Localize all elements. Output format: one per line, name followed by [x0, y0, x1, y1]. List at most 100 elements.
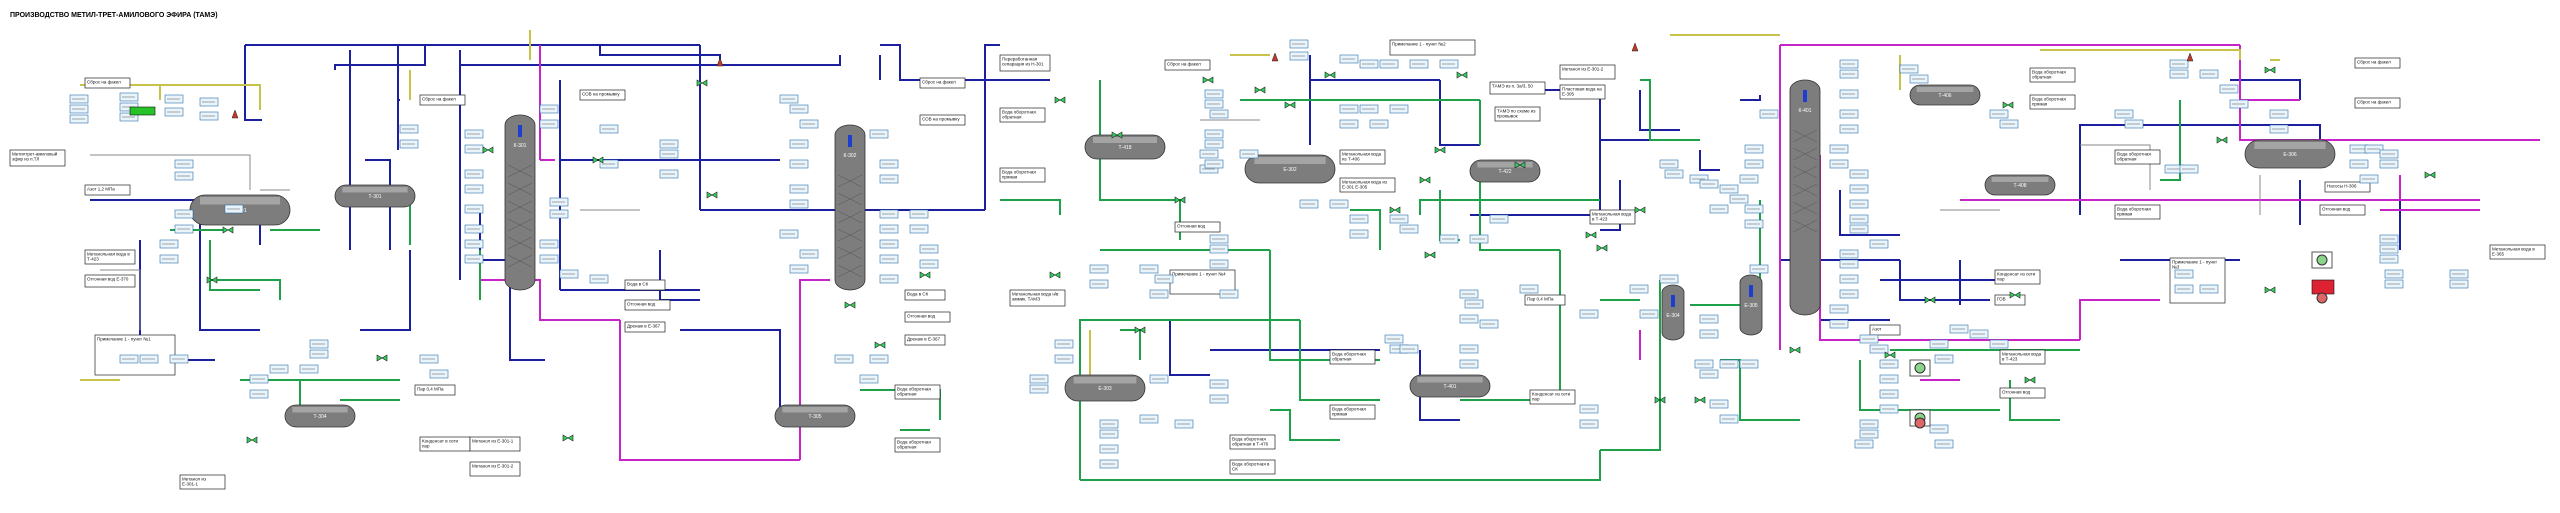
stream-box[interactable]: Отгонная вод Е-370	[84, 274, 136, 288]
valve-icon[interactable]	[1174, 196, 1186, 204]
stream-box[interactable]: Азот 1,2 МПа	[84, 184, 131, 196]
instrument-tag[interactable]	[2169, 59, 2189, 69]
instrument-tag[interactable]	[549, 197, 569, 207]
valve-icon[interactable]	[1884, 351, 1896, 359]
valve-icon[interactable]	[562, 434, 574, 442]
instrument-tag[interactable]	[1699, 329, 1719, 339]
valve-icon[interactable]	[696, 79, 708, 87]
instrument-tag[interactable]	[1839, 249, 1859, 259]
instrument-tag[interactable]	[599, 124, 619, 134]
instrument-tag[interactable]	[789, 139, 809, 149]
instrument-tag[interactable]	[1149, 289, 1169, 299]
stream-box[interactable]: Метанол из Е-301-1	[469, 436, 521, 452]
instrument-tag[interactable]	[1339, 54, 1359, 64]
instrument-tag[interactable]	[2199, 69, 2219, 79]
vessel-t422[interactable]: Т-422	[1469, 159, 1541, 183]
instrument-tag[interactable]	[859, 374, 879, 384]
valve-icon[interactable]	[2424, 171, 2436, 179]
instrument-tag[interactable]	[174, 224, 194, 234]
instrument-tag[interactable]	[869, 129, 889, 139]
relief-valve-icon[interactable]	[1271, 52, 1279, 62]
stream-box[interactable]: ТАМЭ из п. 3а/3, 50	[1489, 81, 1546, 95]
instrument-tag[interactable]	[1149, 374, 1169, 384]
valve-icon[interactable]	[1202, 76, 1214, 84]
instrument-tag[interactable]	[1099, 429, 1119, 439]
instrument-tag[interactable]	[2219, 84, 2239, 94]
instrument-tag[interactable]	[2174, 269, 2194, 279]
instrument-tag[interactable]	[1359, 104, 1379, 114]
instrument-tag[interactable]	[1239, 149, 1259, 159]
pump-icon[interactable]	[1909, 359, 1931, 377]
valve-icon[interactable]	[1324, 71, 1336, 79]
instrument-tag[interactable]	[659, 149, 679, 159]
instrument-tag[interactable]	[1719, 414, 1739, 424]
valve-icon[interactable]	[2009, 291, 2021, 299]
stream-box[interactable]: СОВ на промывку	[919, 114, 966, 126]
instrument-tag[interactable]	[1389, 214, 1409, 224]
valve-icon[interactable]	[1054, 96, 1066, 104]
instrument-tag[interactable]	[1204, 139, 1224, 149]
instrument-tag[interactable]	[1739, 174, 1759, 184]
instrument-tag[interactable]	[2124, 119, 2144, 129]
stream-box[interactable]: Метанол из Е-301-2	[469, 461, 521, 477]
instrument-tag[interactable]	[1209, 109, 1229, 119]
stream-box[interactable]: Азот	[1869, 324, 1901, 336]
instrument-tag[interactable]	[69, 94, 89, 104]
instrument-tag[interactable]	[1829, 159, 1849, 169]
valve-icon[interactable]	[1424, 251, 1436, 259]
relief-valve-icon[interactable]	[231, 109, 239, 119]
instrument-tag[interactable]	[1934, 354, 1954, 364]
instrument-tag[interactable]	[1204, 89, 1224, 99]
valve-icon[interactable]	[222, 226, 234, 234]
vessel-t305[interactable]: Т-305	[774, 404, 856, 428]
instrument-tag[interactable]	[2379, 149, 2399, 159]
stream-box[interactable]: Пластовая вода наЕ-305	[1559, 84, 1606, 100]
instrument-tag[interactable]	[1839, 109, 1859, 119]
instrument-tag[interactable]	[659, 169, 679, 179]
valve-icon[interactable]	[1389, 206, 1401, 214]
instrument-tag[interactable]	[419, 354, 439, 364]
instrument-tag[interactable]	[1469, 234, 1489, 244]
instrument-tag[interactable]	[309, 339, 329, 349]
instrument-tag[interactable]	[909, 224, 929, 234]
instrument-tag[interactable]	[1999, 119, 2019, 129]
instrument-tag[interactable]	[2229, 99, 2249, 109]
instrument-tag[interactable]	[589, 274, 609, 284]
valve-icon[interactable]	[1634, 206, 1646, 214]
instrument-tag[interactable]	[2114, 109, 2134, 119]
instrument-tag[interactable]	[1139, 264, 1159, 274]
instrument-tag[interactable]	[69, 114, 89, 124]
instrument-tag[interactable]	[2384, 269, 2404, 279]
stream-box[interactable]: Сброс на факел	[2354, 57, 2401, 69]
instrument-tag[interactable]	[1709, 399, 1729, 409]
instrument-tag[interactable]	[1289, 39, 1309, 49]
instrument-tag[interactable]	[249, 374, 269, 384]
stream-box[interactable]: Примечание 1 - пункт №2	[1389, 39, 1476, 56]
vessel-t301[interactable]: Т-301	[334, 184, 416, 208]
stream-box[interactable]: Отгонная вод	[904, 311, 951, 323]
instrument-tag[interactable]	[1989, 339, 2009, 349]
valve-icon[interactable]	[1514, 161, 1526, 169]
stream-box[interactable]: Сброс на факел	[1164, 59, 1211, 71]
stream-box[interactable]: Вода в СК	[904, 289, 946, 301]
instrument-tag[interactable]	[1479, 319, 1499, 329]
instrument-tag[interactable]	[879, 159, 899, 169]
instrument-tag[interactable]	[1839, 274, 1859, 284]
vessel-t406[interactable]: Т-406	[1909, 84, 1981, 106]
valve-icon[interactable]	[2216, 136, 2228, 144]
instrument-tag[interactable]	[159, 254, 179, 264]
instrument-tag[interactable]	[1369, 119, 1389, 129]
instrument-tag[interactable]	[174, 209, 194, 219]
stream-box[interactable]: Отгонная вод	[624, 299, 671, 311]
stream-box[interactable]: Дренаж в Е-367	[624, 321, 666, 333]
instrument-tag[interactable]	[1849, 224, 1869, 234]
instrument-tag[interactable]	[1204, 129, 1224, 139]
instrument-tag[interactable]	[1839, 124, 1859, 134]
